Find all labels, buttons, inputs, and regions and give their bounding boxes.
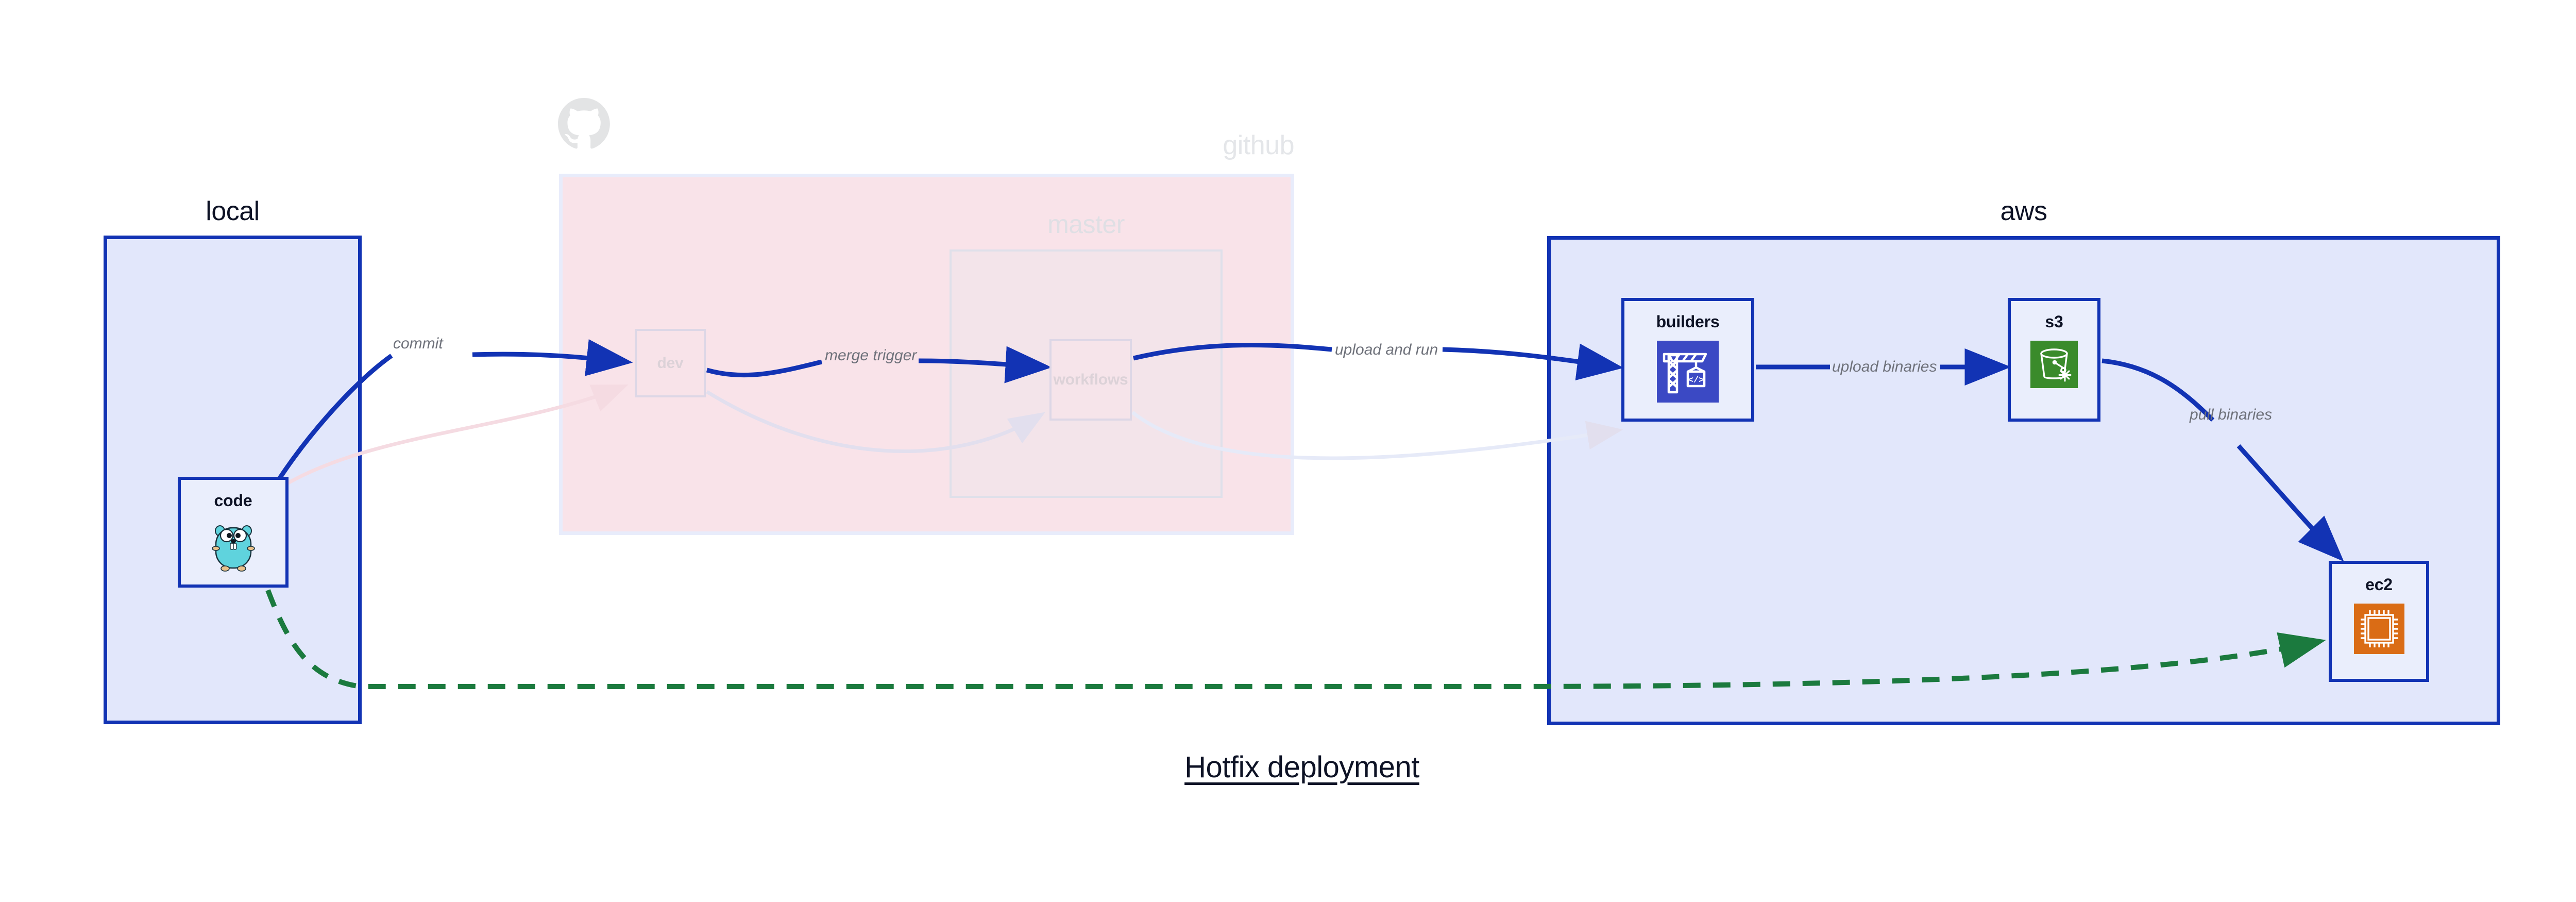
node-s3-label: s3	[2045, 312, 2063, 331]
s3-bucket-icon	[2030, 341, 2078, 391]
edge-label-upload-and-run: upload and run	[1335, 341, 1438, 358]
group-local-label: local	[206, 196, 260, 226]
node-ec2[interactable]: ec2	[2329, 561, 2429, 682]
node-workflows-label: workflows	[1053, 371, 1128, 388]
node-code-label: code	[214, 491, 252, 510]
node-builders[interactable]: builders <	[1621, 298, 1754, 422]
crane-code-icon: </>	[1657, 341, 1719, 405]
group-master-label: master	[1047, 210, 1125, 239]
edge-label-commit: commit	[393, 335, 443, 352]
node-builders-label: builders	[1656, 312, 1720, 331]
node-s3[interactable]: s3	[2008, 298, 2100, 422]
node-code[interactable]: code	[178, 477, 289, 588]
node-dev-label: dev	[657, 354, 684, 372]
node-dev[interactable]: dev	[635, 329, 706, 397]
edge-label-pull-binaries: pull binaries	[2190, 406, 2273, 423]
go-gopher-icon	[210, 520, 257, 576]
group-github-label: github	[1223, 130, 1294, 160]
cpu-chip-icon	[2353, 604, 2404, 657]
node-ec2-label: ec2	[2365, 575, 2393, 594]
node-workflows[interactable]: workflows	[1049, 339, 1132, 421]
svg-text:</>: </>	[1688, 376, 1704, 386]
diagram-caption: Hotfix deployment	[1184, 750, 1419, 784]
edge-label-upload-binaries: upload binaries	[1832, 358, 1937, 375]
edge-label-merge-trigger: merge trigger	[825, 347, 917, 364]
group-aws-label: aws	[2000, 196, 2047, 226]
